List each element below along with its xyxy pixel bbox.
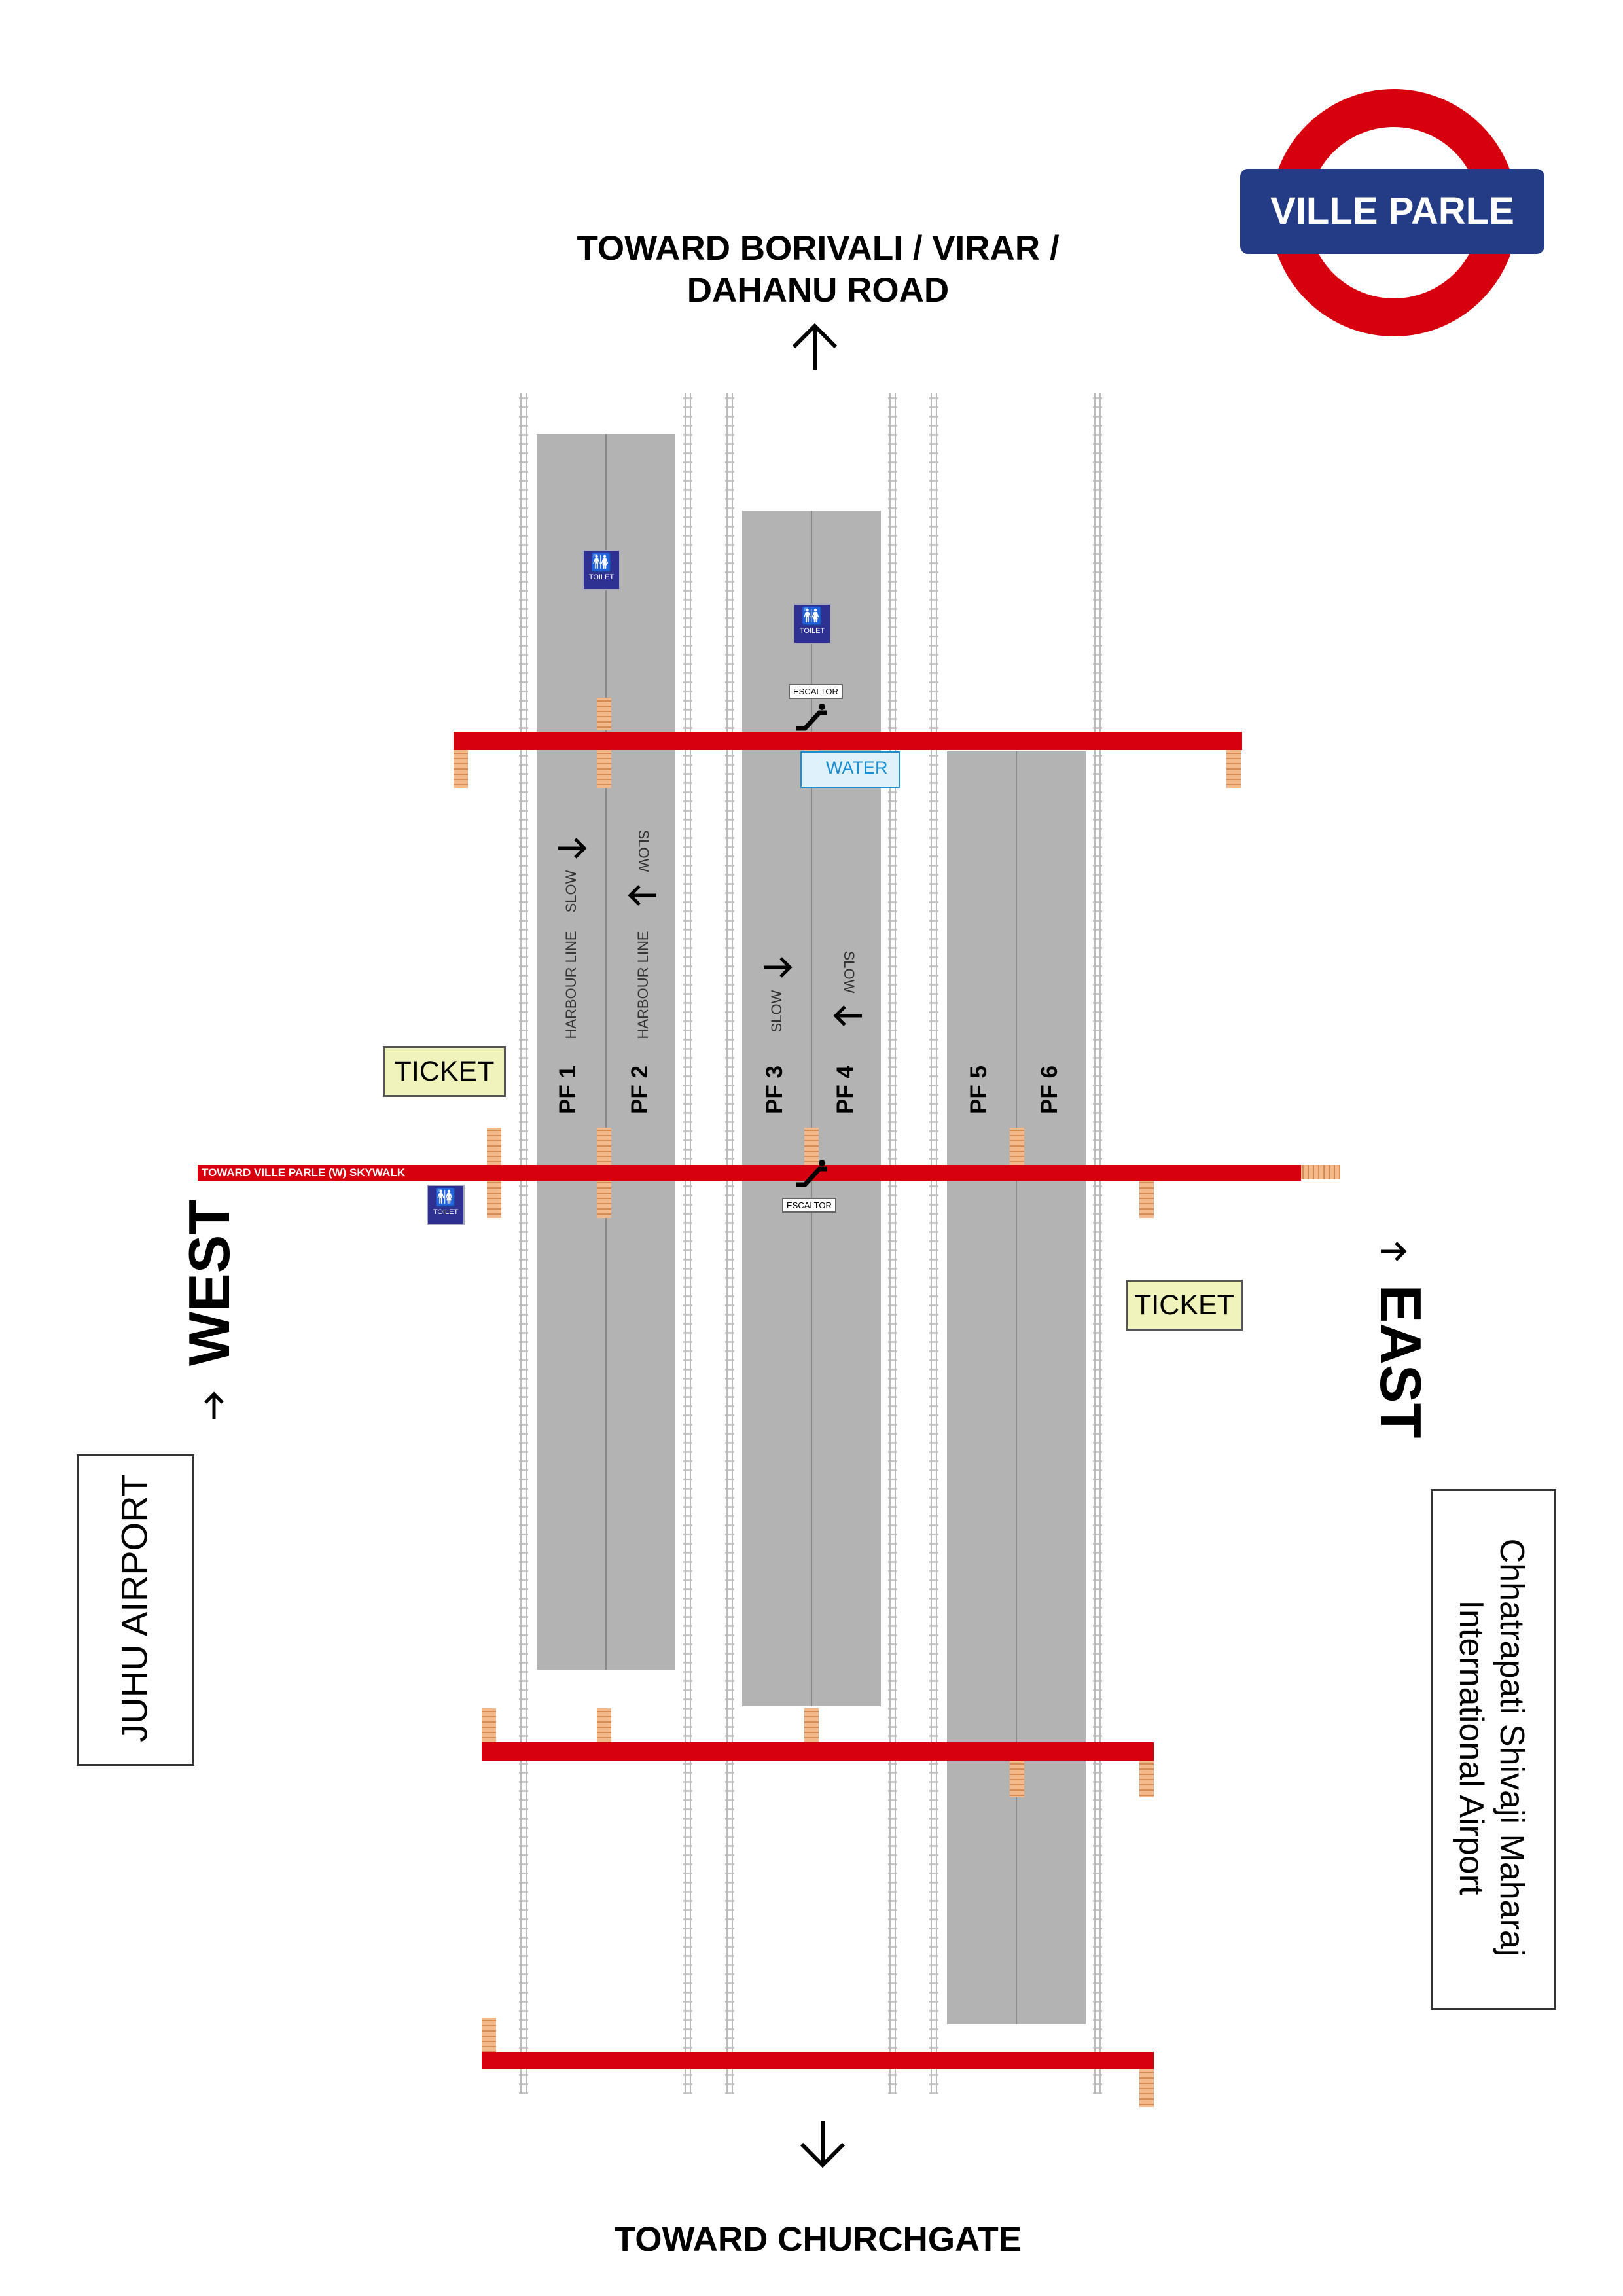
escalator-icon <box>796 1160 827 1187</box>
toilet-icon: 🚻TOILET <box>427 1185 465 1225</box>
station-name: VILLE PARLE <box>1270 190 1514 232</box>
stairs <box>1139 1761 1154 1797</box>
track-2 <box>683 393 692 2094</box>
stairs <box>1010 1761 1024 1797</box>
ticket-counter-east: TICKET <box>1126 1280 1243 1331</box>
stairs <box>597 750 611 788</box>
platform-label-pf3: PF 3 <box>762 1066 787 1114</box>
stairs <box>1010 1128 1024 1167</box>
slow-label-pf3: SLOW <box>768 990 785 1033</box>
platform-label-pf6: PF 6 <box>1037 1066 1062 1114</box>
platform-label-pf2: PF 2 <box>627 1066 652 1114</box>
csmia-label-line2: International Airport <box>1452 1600 1490 1895</box>
slow-label-pf2: SLOW <box>635 829 652 872</box>
foot-over-bridges <box>198 732 1301 2069</box>
escalator-label-south: ESCALTOR <box>782 1198 836 1213</box>
skywalk-label: TOWARD VILLE PARLE (W) SKYWALK <box>202 1166 406 1179</box>
north-direction-label: TOWARD BORIVALI / VIRAR / DAHANU ROAD <box>577 229 1060 310</box>
harbour-line-label-pf2: HARBOUR LINE <box>635 931 651 1039</box>
stairs <box>597 1128 611 1167</box>
south-direction-label: TOWARD CHURCHGATE <box>614 2220 1022 2259</box>
ticket-counter-west: TICKET <box>383 1046 506 1097</box>
bridge-south <box>482 1742 1154 1761</box>
stairs <box>482 2018 496 2052</box>
slow-label-pf4: SLOW <box>841 950 857 994</box>
arrow-right-icon <box>558 838 587 859</box>
bridge-skywalk <box>198 1165 1301 1181</box>
track-6 <box>1093 393 1102 2094</box>
arrow-left-icon <box>833 1005 862 1026</box>
stairs <box>597 1180 611 1218</box>
stairs <box>804 1128 819 1167</box>
arrow-right-icon <box>764 957 793 978</box>
tracks <box>519 393 1102 2094</box>
platform-label-pf5: PF 5 <box>966 1066 991 1114</box>
juhu-airport-label: JUHU AIRPORT <box>113 1474 155 1742</box>
stairs <box>1226 750 1241 788</box>
stairs <box>482 1708 496 1742</box>
csmia-box <box>1431 1489 1556 2010</box>
bridge-north <box>454 732 1242 750</box>
stairs <box>597 698 611 730</box>
track-5 <box>929 393 938 2094</box>
harbour-line-label-pf1: HARBOUR LINE <box>563 931 579 1039</box>
arrow-up-icon <box>204 1391 224 1419</box>
stairs <box>1301 1165 1340 1179</box>
arrow-down-icon <box>800 2121 846 2168</box>
station-roundel <box>1240 89 1544 336</box>
csmia-label-line1: Chhatrapati Shivaji Maharaj <box>1493 1538 1531 1957</box>
stairs <box>487 1180 501 1218</box>
stairs <box>804 1708 819 1742</box>
stairs <box>487 1128 501 1167</box>
slow-label-pf1: SLOW <box>563 870 579 913</box>
west-label: WEST <box>177 1199 241 1367</box>
arrow-left-icon <box>628 885 656 906</box>
track-4 <box>888 393 897 2094</box>
stairs <box>1139 1180 1154 1218</box>
east-label: EAST <box>1368 1284 1433 1439</box>
platform-label-pf4: PF 4 <box>832 1066 858 1114</box>
water-label: WATER <box>826 758 888 778</box>
toilet-icon: 🚻TOILET <box>793 603 831 644</box>
juhu-airport-box <box>77 1454 194 1766</box>
platform-label-pf1: PF 1 <box>555 1066 580 1114</box>
escalator-icon <box>796 704 827 731</box>
escalator-label-north: ESCALTOR <box>789 684 843 699</box>
toilet-icon: 🚻TOILET <box>582 550 620 590</box>
direction-arrows <box>204 838 1407 1419</box>
track-1 <box>519 393 528 2094</box>
water-point <box>800 751 900 788</box>
stairs <box>454 750 468 788</box>
arrow-right-icon <box>1381 1242 1407 1261</box>
stairs <box>1139 2069 1154 2107</box>
bridge-far-south <box>482 2052 1154 2069</box>
arrow-up-icon <box>792 323 838 370</box>
platforms <box>537 434 1086 2024</box>
track-3 <box>725 393 734 2094</box>
stairs <box>597 1708 611 1742</box>
